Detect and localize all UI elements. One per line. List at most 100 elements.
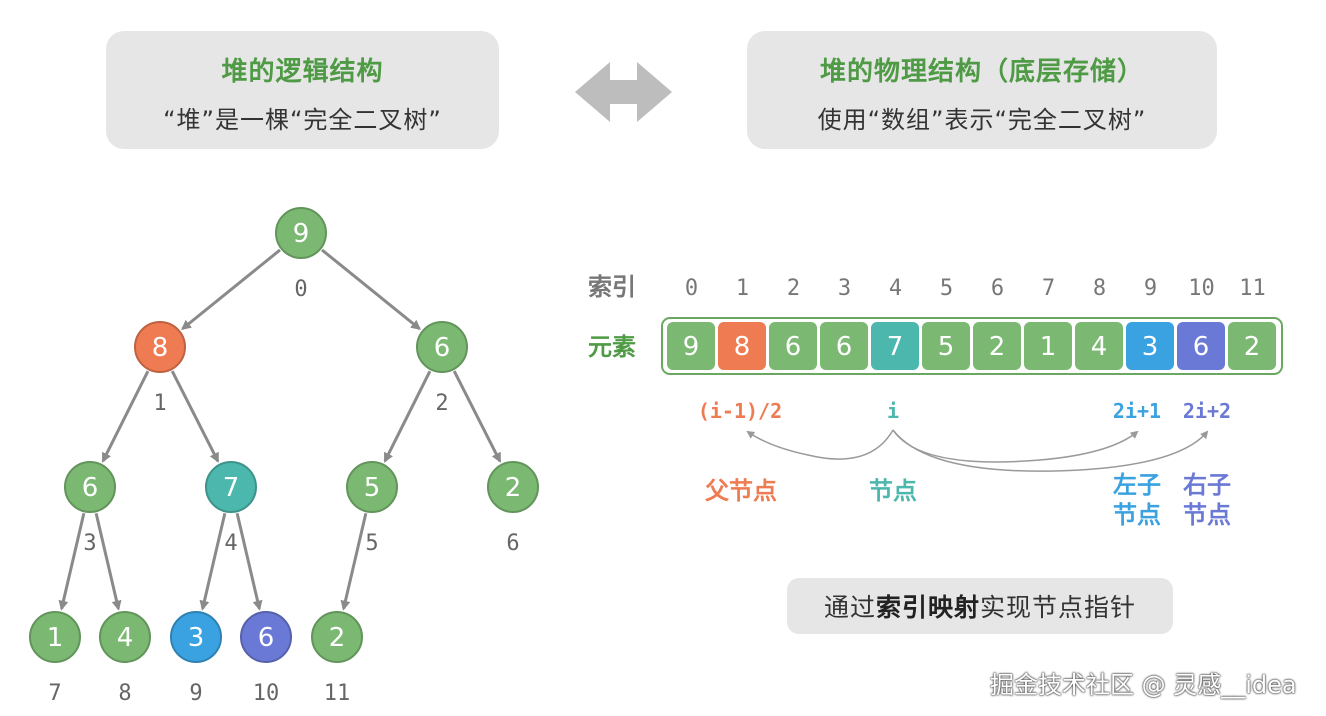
tree-node-index: 3	[83, 531, 96, 556]
tree-node-circle	[99, 611, 151, 663]
formula-node: i	[887, 399, 899, 423]
array-index-label: 10	[1188, 276, 1215, 301]
tree-node-circle	[275, 207, 327, 259]
tree-node-circle	[29, 611, 81, 663]
array-index-label: 1	[736, 276, 749, 301]
logical-structure-subtitle: “堆”是一棵“完全二叉树”	[163, 106, 442, 134]
array-cell	[871, 322, 919, 370]
caption-suffix: 实现节点指针	[980, 593, 1137, 622]
array-cell	[667, 322, 715, 370]
array-cell	[1228, 322, 1276, 370]
formula-right-child: 2i+2	[1183, 399, 1231, 423]
arrow-to-right-child	[892, 429, 1209, 472]
tree-node-value: 4	[117, 623, 134, 653]
tree-node-circle	[311, 611, 363, 663]
array-index-label: 3	[838, 276, 851, 301]
tree-node-circle	[240, 611, 292, 663]
caption-prefix: 通过	[823, 593, 876, 622]
array-cell	[718, 322, 766, 370]
tree-edge	[383, 370, 432, 463]
array-cell	[769, 322, 817, 370]
array-index-label: 5	[940, 276, 953, 301]
array-cell	[1177, 322, 1225, 370]
role-right-child-line1: 右子	[1183, 471, 1231, 499]
tree-edge	[340, 512, 368, 611]
formula-left-child: 2i+1	[1113, 399, 1161, 423]
tree-edge	[58, 512, 86, 611]
array-border	[661, 317, 1283, 375]
tree-node-index: 8	[118, 681, 131, 706]
tree-edge	[94, 512, 122, 611]
tree-node-value: 6	[434, 333, 451, 363]
tree-node-circle	[205, 461, 257, 513]
tree-node-index: 10	[253, 681, 280, 706]
arrow-to-parent	[746, 429, 894, 460]
tree-node-value: 6	[258, 623, 275, 653]
physical-structure-subtitle: 使用“数组”表示“完全二叉树”	[817, 106, 1147, 134]
caption-box: 通过索引映射实现节点指针	[787, 578, 1173, 634]
array-cell-value: 6	[785, 332, 802, 362]
tree-node-circle	[64, 461, 116, 513]
tree-node-index: 0	[294, 277, 307, 302]
tree-edges	[58, 248, 502, 611]
element-row-label: 元素	[588, 333, 636, 361]
arrow-to-left-child	[892, 429, 1139, 463]
tree-edge	[199, 512, 227, 611]
tree-edge	[101, 370, 150, 463]
role-left-child-line1: 左子	[1113, 471, 1161, 499]
array-index-label: 9	[1144, 276, 1157, 301]
tree-node-value: 2	[505, 473, 522, 503]
tree-node-index: 2	[435, 391, 448, 416]
double-arrow-icon	[575, 62, 672, 122]
array-cell-value: 9	[683, 332, 700, 362]
tree-edge	[180, 248, 281, 331]
tree-node-index: 9	[189, 681, 202, 706]
array-index-label: 4	[889, 276, 902, 301]
array-cell-value: 5	[938, 332, 955, 362]
array-cell-value: 1	[1040, 332, 1057, 362]
tree-node-circle	[346, 461, 398, 513]
tree-node-index: 1	[153, 391, 166, 416]
role-node: 节点	[869, 477, 917, 505]
tree-node-value: 7	[223, 473, 240, 503]
role-right-child-line2: 节点	[1183, 501, 1231, 529]
logical-structure-card: 堆的逻辑结构 “堆”是一棵“完全二叉树”	[106, 31, 499, 149]
array-cell	[922, 322, 970, 370]
role-left-child-line2: 节点	[1113, 501, 1161, 529]
tree-node-value: 3	[188, 623, 205, 653]
array-cell-value: 6	[836, 332, 853, 362]
tree-node-index: 6	[506, 531, 519, 556]
logical-structure-title: 堆的逻辑结构	[221, 57, 384, 87]
array-cell	[820, 322, 868, 370]
tree-edge	[170, 370, 220, 463]
physical-structure-title: 堆的物理结构（底层存储）	[819, 57, 1144, 87]
tree-edge	[235, 512, 263, 611]
array-index-label: 11	[1239, 276, 1266, 301]
array-cell	[1075, 322, 1123, 370]
tree-node-value: 2	[329, 623, 346, 653]
array-index-label: 8	[1093, 276, 1106, 301]
index-row-label: 索引	[588, 273, 636, 301]
tree-node-circle	[170, 611, 222, 663]
array-index-label: 0	[685, 276, 698, 301]
role-parent: 父节点	[705, 477, 777, 505]
caption-bold: 索引映射	[875, 593, 980, 622]
tree-node-circle	[134, 321, 186, 373]
tree-node-value: 8	[152, 333, 169, 363]
tree-node-index: 4	[224, 531, 237, 556]
tree-node-circle	[416, 321, 468, 373]
array-cell	[1126, 322, 1174, 370]
array-cell	[973, 322, 1021, 370]
watermark: 掘金技术社区 @ 灵感__idea	[990, 671, 1297, 699]
array-cell-value: 2	[989, 332, 1006, 362]
tree-edge	[452, 370, 502, 463]
tree-node-value: 1	[47, 623, 64, 653]
tree-node-value: 6	[82, 473, 99, 503]
tree-node-index: 7	[48, 681, 61, 706]
array-cell	[1024, 322, 1072, 370]
tree-node-index: 11	[324, 681, 351, 706]
array-cell-value: 8	[734, 332, 751, 362]
